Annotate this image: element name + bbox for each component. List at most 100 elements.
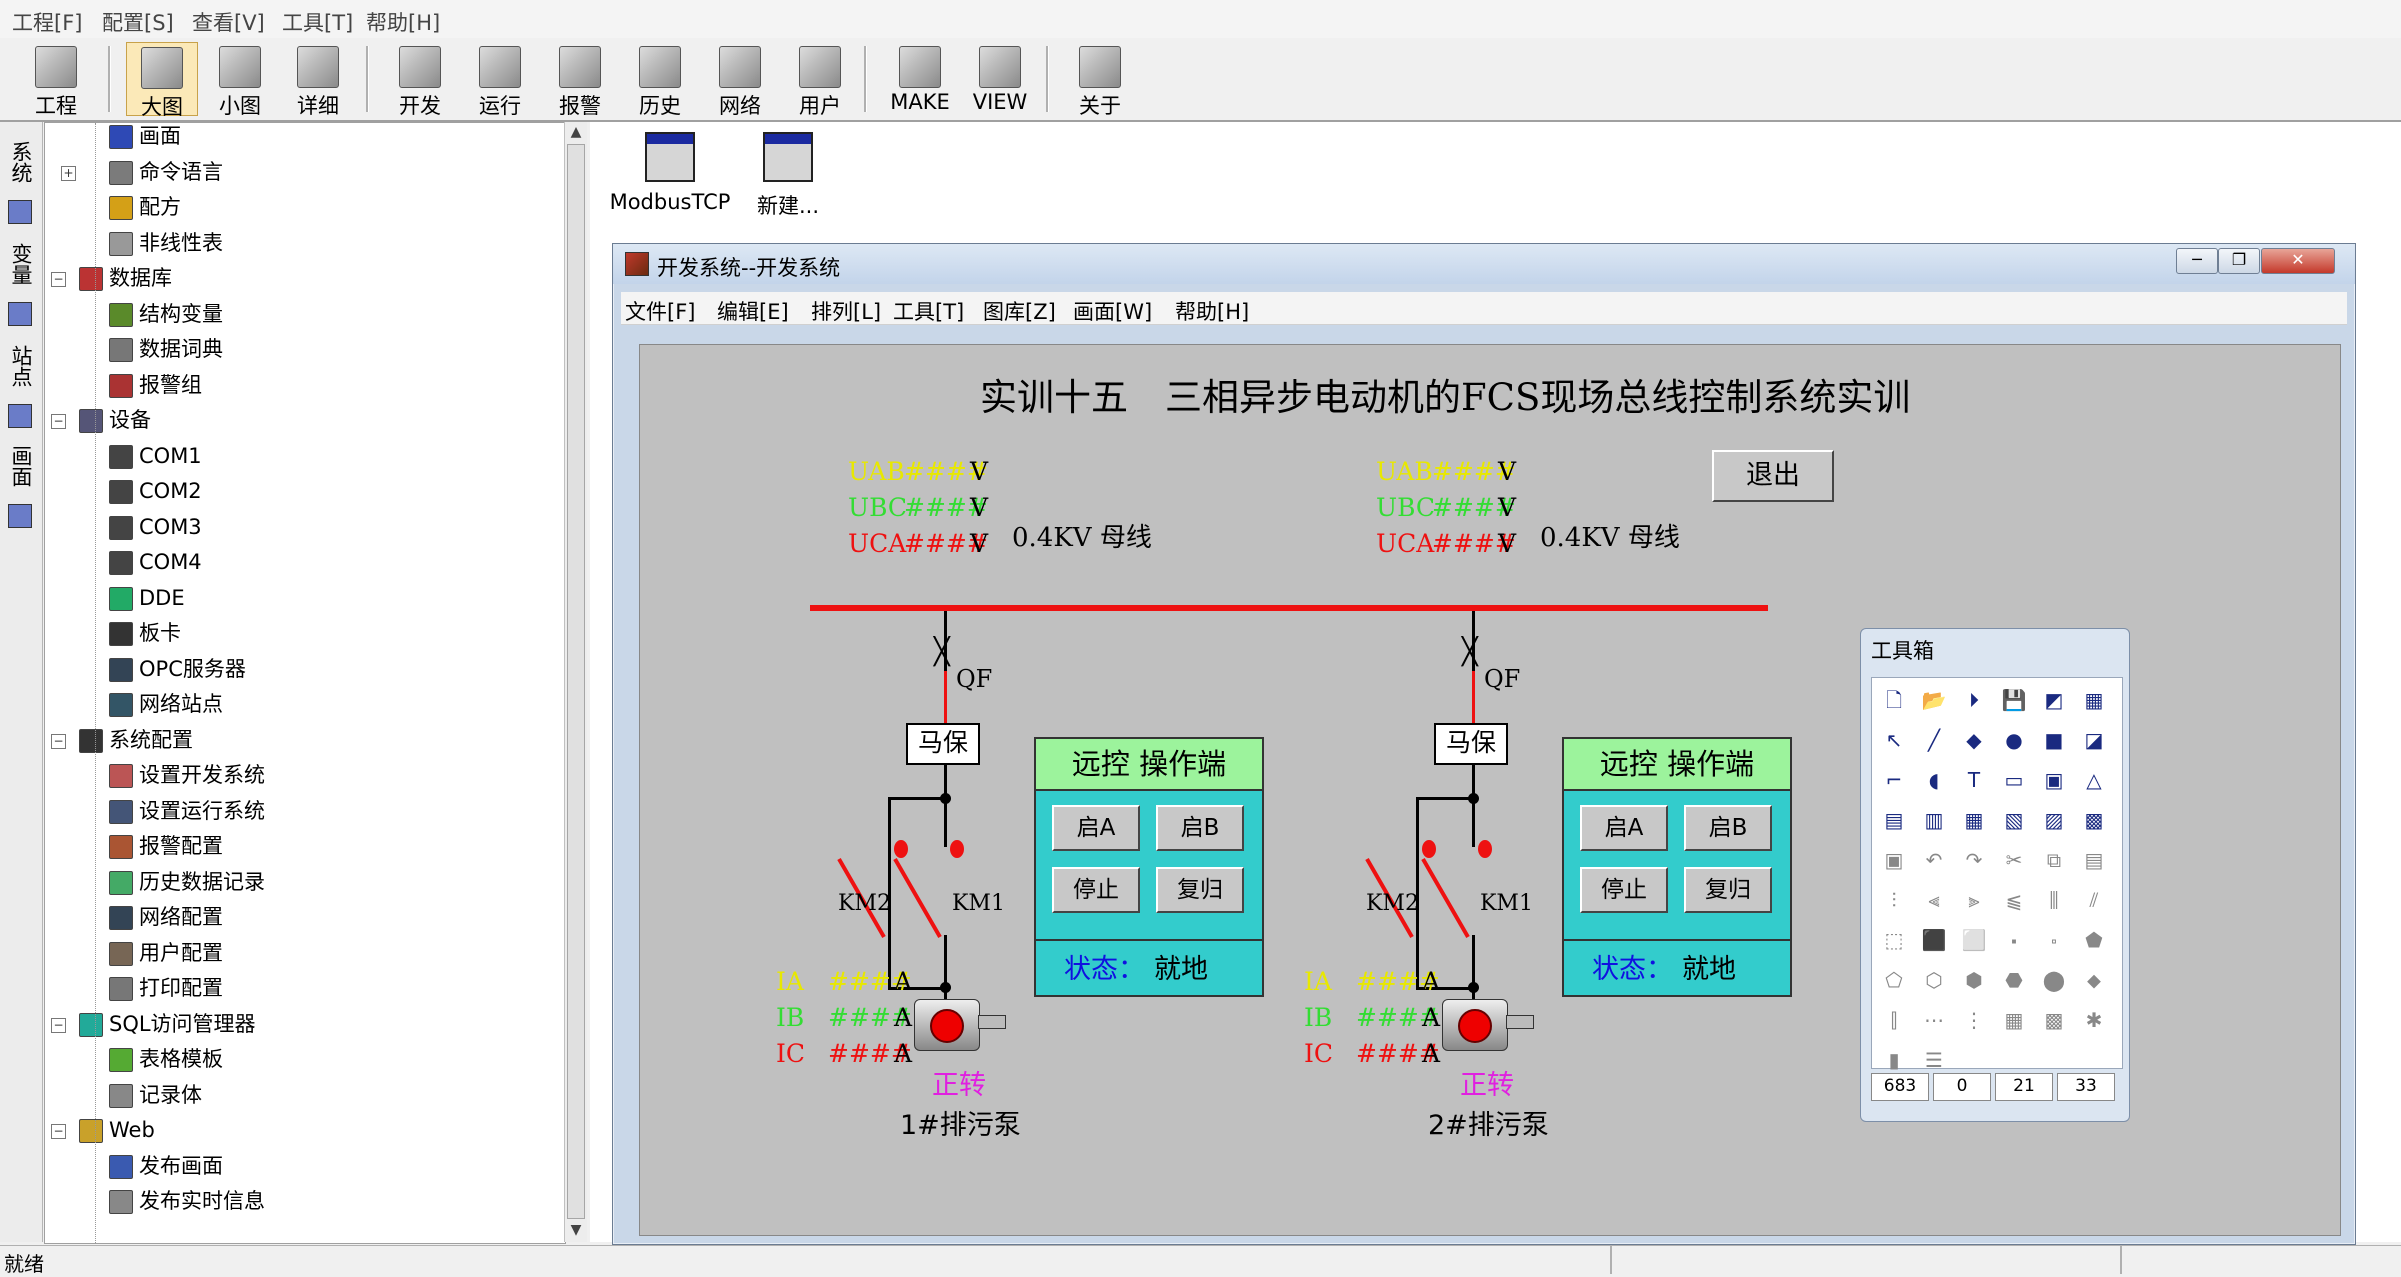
toolbox-tool-icon[interactable]: ▮ xyxy=(1888,1048,1900,1072)
tree-item[interactable]: 结构变量 xyxy=(109,297,223,333)
tree-item[interactable]: COM3 xyxy=(109,510,202,546)
toolbox-tool-icon[interactable]: ⬣ xyxy=(2005,968,2023,992)
toolbox-tool-icon[interactable]: ▥ xyxy=(1924,808,1944,832)
toolbox-tool-icon[interactable]: ⫿ xyxy=(1890,1008,1898,1032)
tree-item[interactable]: 发布画面 xyxy=(109,1149,223,1185)
toolbox-tool-icon[interactable]: ⬠ xyxy=(1885,968,1903,992)
toolbox-tool-icon[interactable]: ⌐ xyxy=(1885,768,1903,792)
toolbox-tool-icon[interactable]: ⋮ xyxy=(1964,1008,1984,1032)
toolbox-tool-icon[interactable]: ⏵ xyxy=(1969,688,1979,712)
toolbar-button-3[interactable]: 详细 xyxy=(282,42,354,118)
expander-icon[interactable]: + xyxy=(61,165,76,181)
panel-button[interactable]: 启A xyxy=(1580,805,1668,851)
toolbox-tool-icon[interactable]: ⬤ xyxy=(2042,968,2066,992)
toolbox-tool-icon[interactable]: ⫸ xyxy=(1968,888,1980,912)
toolbox-tool-icon[interactable]: ⫷ xyxy=(1928,888,1940,912)
menu-item[interactable]: 查看[V] xyxy=(192,11,265,35)
tree-item[interactable]: 命令语言 xyxy=(109,155,223,191)
toolbar-button-12[interactable]: 关于 xyxy=(1064,42,1136,118)
toolbar-button-7[interactable]: 历史 xyxy=(624,42,696,118)
toolbox-tool-icon[interactable]: ⬟ xyxy=(2085,928,2103,952)
toolbox-tool-icon[interactable]: ⫼ xyxy=(2049,888,2059,912)
panel-button[interactable]: 启B xyxy=(1684,805,1772,851)
dev-menu-item[interactable]: 图库[Z] xyxy=(983,300,1056,324)
tree-item[interactable]: 设备 xyxy=(79,403,151,439)
toolbox-tool-icon[interactable]: ◖ xyxy=(1928,768,1940,792)
panel-button[interactable]: 复归 xyxy=(1684,867,1772,913)
tree-item[interactable]: 数据词典 xyxy=(109,332,223,368)
toolbox-tool-icon[interactable]: ▦ xyxy=(1964,808,1984,832)
exit-button[interactable]: 退出 xyxy=(1712,450,1834,502)
toolbox-tool-icon[interactable]: ╱ xyxy=(1927,728,1941,752)
toolbox-tool-icon[interactable]: ⬜ xyxy=(1961,928,1987,952)
toolbox-tool-icon[interactable]: ⬝ xyxy=(2011,928,2017,952)
restore-button[interactable]: ❐ xyxy=(2218,248,2260,274)
menu-item[interactable]: 配置[S] xyxy=(102,11,174,35)
toolbox-tool-icon[interactable]: ⫶ xyxy=(1891,888,1897,912)
toolbar-button-5[interactable]: 运行 xyxy=(464,42,536,118)
expander-icon[interactable]: − xyxy=(51,414,66,429)
panel-button[interactable]: 停止 xyxy=(1580,867,1668,913)
scroll-down-icon[interactable]: ▼ xyxy=(570,1222,582,1238)
toolbox-tool-icon[interactable]: T xyxy=(1967,768,1981,792)
project-item[interactable]: 新建... xyxy=(738,132,838,220)
toolbox-tool-icon[interactable]: 🗋 xyxy=(1885,688,1903,712)
toolbox-tool-icon[interactable]: ⧉ xyxy=(2046,848,2062,872)
menu-item[interactable]: 工程[F] xyxy=(12,11,83,35)
project-item[interactable]: ModbusTCP xyxy=(600,132,740,214)
tree-item[interactable]: 非线性表 xyxy=(109,226,223,262)
toolbox-tool-icon[interactable]: 📂 xyxy=(1921,688,1947,712)
toolbox-tool-icon[interactable]: ⬥ xyxy=(2087,968,2101,992)
toolbox-tool-icon[interactable]: ▨ xyxy=(2044,808,2064,832)
toolbar-button-6[interactable]: 报警 xyxy=(544,42,616,118)
toolbox-tool-icon[interactable]: ✂ xyxy=(2005,848,2023,872)
minimize-button[interactable]: ─ xyxy=(2176,248,2218,274)
tree-item[interactable]: 网络站点 xyxy=(109,687,223,723)
tree-item[interactable]: 网络配置 xyxy=(109,900,223,936)
toolbox-tool-icon[interactable]: ▭ xyxy=(2004,768,2024,792)
scroll-up-icon[interactable]: ▲ xyxy=(570,124,582,140)
toolbox-tool-icon[interactable]: ▦ xyxy=(2004,1008,2024,1032)
tree-item[interactable]: OPC服务器 xyxy=(109,652,246,688)
tree-item[interactable]: 表格模板 xyxy=(109,1042,223,1078)
tree-item[interactable]: 配方 xyxy=(109,190,181,226)
toolbox-tool-icon[interactable]: ⋯ xyxy=(1924,1008,1944,1032)
toolbox-tool-icon[interactable]: ⫽ xyxy=(2089,888,2099,912)
toolbar-button-10[interactable]: MAKE xyxy=(884,42,956,116)
tree-scrollbar[interactable]: ▲ ▼ xyxy=(564,122,587,1242)
toolbar-button-2[interactable]: 小图 xyxy=(204,42,276,118)
expander-icon[interactable]: − xyxy=(51,1017,66,1033)
toolbar-button-8[interactable]: 网络 xyxy=(704,42,776,118)
tree-item[interactable]: COM2 xyxy=(109,474,202,510)
expander-icon[interactable]: − xyxy=(51,272,66,287)
tree-item[interactable]: 画面 xyxy=(109,123,181,155)
dev-menu-item[interactable]: 排列[L] xyxy=(811,300,882,324)
tree-item[interactable]: 设置运行系统 xyxy=(109,794,265,830)
toolbox-tool-icon[interactable]: ↖ xyxy=(1885,728,1903,752)
toolbox-tool-icon[interactable]: ◪ xyxy=(2084,728,2104,752)
toolbox-coordinate-field[interactable]: 683 xyxy=(1871,1073,1929,1101)
tree-item[interactable]: Web xyxy=(79,1113,155,1149)
toolbox-tool-icon[interactable]: ◆ xyxy=(1966,728,1982,752)
tree-item[interactable]: 用户配置 xyxy=(109,936,223,972)
toolbox-tool-icon[interactable]: ▩ xyxy=(2044,1008,2064,1032)
toolbox-coordinate-field[interactable]: 0 xyxy=(1933,1073,1991,1101)
expander-icon[interactable]: − xyxy=(51,1124,66,1139)
tree-item[interactable]: 记录体 xyxy=(109,1078,202,1114)
tree-item[interactable]: 系统配置 xyxy=(79,723,193,759)
toolbar-button-11[interactable]: VIEW xyxy=(964,42,1036,116)
dev-menu-item[interactable]: 帮助[H] xyxy=(1175,300,1250,324)
vtab-1[interactable]: 变量 xyxy=(9,243,33,285)
vtab-3[interactable]: 画面 xyxy=(9,445,33,487)
toolbox-tool-icon[interactable]: ▤ xyxy=(1884,808,1904,832)
tree-item[interactable]: DDE xyxy=(109,581,185,617)
toolbox-tool-icon[interactable]: ↷ xyxy=(1965,848,1983,872)
tree-item[interactable]: 设置开发系统 xyxy=(109,758,265,794)
dev-menu-item[interactable]: 画面[W] xyxy=(1073,300,1153,324)
toolbox-tool-icon[interactable]: ⬞ xyxy=(2051,928,2057,952)
menu-item[interactable]: 工具[T] xyxy=(282,11,354,35)
tree-item[interactable]: 数据库 xyxy=(79,261,172,297)
vtab-2[interactable]: 站点 xyxy=(9,345,33,387)
panel-button[interactable]: 停止 xyxy=(1052,867,1140,913)
